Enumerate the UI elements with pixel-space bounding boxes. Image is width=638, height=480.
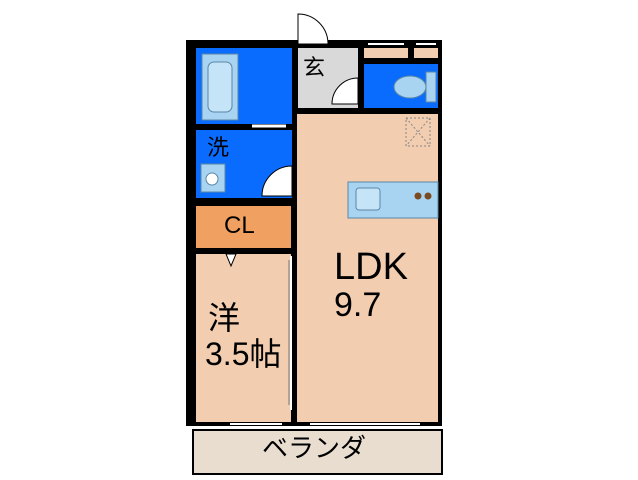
- western-room-label: 洋: [208, 300, 241, 336]
- entrance-label: 玄: [303, 56, 326, 81]
- balcony-floor: [192, 429, 443, 475]
- range-hood: [405, 117, 431, 147]
- closet-door-marker: [225, 253, 237, 268]
- closet-label: CL: [224, 212, 255, 239]
- western-room-floor: [196, 254, 291, 422]
- front-door-swing: [297, 13, 329, 45]
- storage-strip-right: [414, 48, 438, 58]
- ldk-size: 9.7: [334, 286, 382, 324]
- western-room-size: 3.5帖: [205, 336, 282, 372]
- washroom-door-swing: [261, 165, 293, 197]
- entrance-inner-door: [331, 77, 359, 105]
- toilet-tank: [425, 71, 437, 103]
- ldk-floor: [297, 114, 438, 422]
- toilet-bowl: [393, 75, 427, 99]
- kitchen-sink: [355, 187, 381, 211]
- stove-burner-left: [414, 192, 422, 200]
- storage-strip-left: [364, 48, 408, 58]
- closet-floor: [196, 206, 291, 248]
- bathtub-basin: [207, 61, 233, 113]
- ldk-label: LDK: [334, 246, 408, 288]
- stove-burner-right: [424, 192, 432, 200]
- washroom-label: 洗: [207, 136, 230, 161]
- washbasin-bowl: [205, 172, 219, 186]
- balcony-label: ベランダ: [262, 434, 367, 464]
